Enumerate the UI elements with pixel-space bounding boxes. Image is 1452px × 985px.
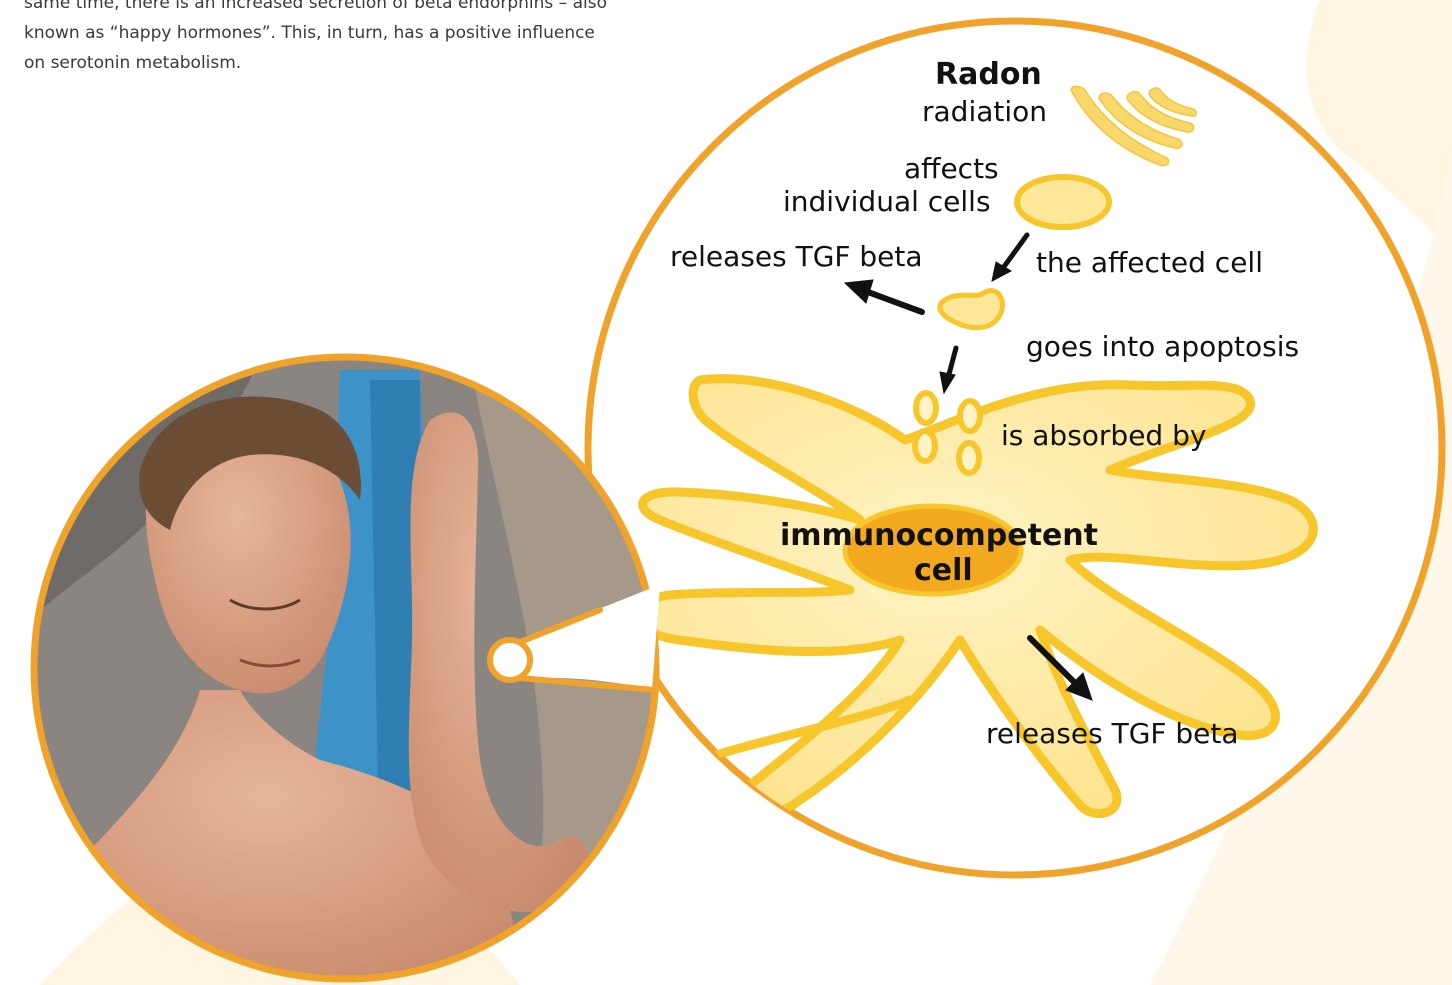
label-individual-cells: individual cells: [783, 186, 991, 218]
label-affects: affects: [904, 153, 999, 185]
label-radon: Radon: [935, 60, 1042, 90]
label-releases-tgf-beta-top: releases TGF beta: [670, 241, 923, 273]
label-affected-cell: the affected cell: [1036, 247, 1263, 279]
label-immunocompetent: immunocompetent: [780, 521, 1098, 551]
label-cell: cell: [914, 556, 973, 586]
label-absorbed-by: is absorbed by: [1001, 420, 1206, 452]
label-apoptosis: goes into apoptosis: [1026, 331, 1299, 363]
label-releases-tgf-beta-bottom: releases TGF beta: [986, 718, 1239, 750]
connector-dot: [490, 640, 530, 680]
individual-cell: [1017, 177, 1109, 227]
label-radiation: radiation: [922, 96, 1047, 128]
